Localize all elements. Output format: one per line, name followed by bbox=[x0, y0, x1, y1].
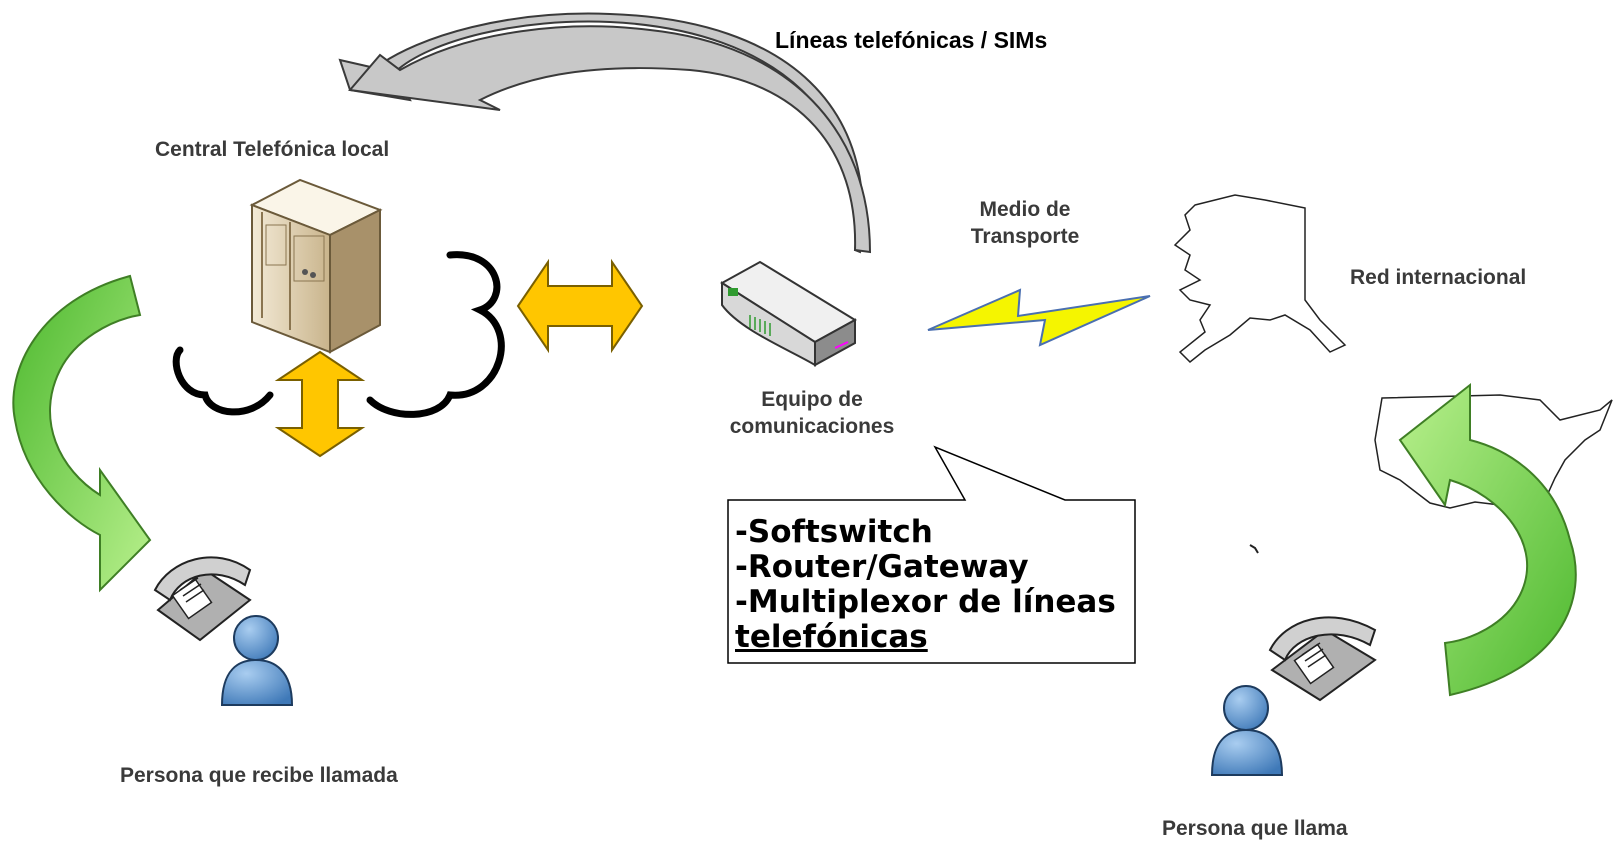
green-curved-arrow-right bbox=[1398, 382, 1577, 697]
router-icon bbox=[720, 260, 857, 367]
grey-curved-arrow bbox=[338, 12, 864, 254]
server-icon bbox=[249, 178, 383, 354]
grey-arrow-body bbox=[348, 25, 872, 254]
label-equipo-line1: Equipo de bbox=[761, 388, 863, 411]
label-equipo-comunicaciones: Equipo de comunicaciones bbox=[722, 386, 902, 441]
telephone-icon bbox=[153, 556, 252, 642]
callout-text: -Softswitch -Router/Gateway -Multiplexor… bbox=[735, 515, 1125, 655]
cloud-icon bbox=[172, 251, 505, 418]
telephone-icon-right bbox=[1268, 616, 1377, 702]
yellow-vertical-arrow bbox=[274, 350, 366, 458]
label-medio-transporte: Medio de Transporte bbox=[960, 196, 1090, 251]
lightning-icon bbox=[927, 288, 1151, 347]
label-medio-line1: Medio de bbox=[979, 198, 1071, 221]
map-icon bbox=[1173, 194, 1347, 364]
map-island bbox=[1249, 544, 1259, 554]
callout-line: -Softswitch bbox=[735, 514, 933, 550]
callout-line: telefónicas bbox=[735, 619, 928, 655]
label-red-internacional: Red internacional bbox=[1350, 266, 1527, 289]
label-medio-line2: Transporte bbox=[970, 225, 1080, 249]
callout-line: -Router/Gateway bbox=[735, 549, 1029, 585]
label-lineas-telefonicas: Líneas telefónicas / SIMs bbox=[775, 27, 1048, 53]
label-persona-recibe: Persona que recibe llamada bbox=[120, 764, 398, 787]
person-icon bbox=[220, 615, 294, 706]
label-persona-llama: Persona que llama bbox=[1162, 817, 1348, 840]
label-central-telefonica: Central Telefónica local bbox=[155, 138, 390, 161]
callout-box bbox=[727, 445, 1136, 664]
green-curved-arrow-left bbox=[12, 274, 152, 593]
yellow-horizontal-arrow bbox=[516, 258, 644, 354]
person-icon-right bbox=[1210, 685, 1284, 776]
label-equipo-line2: comunicaciones bbox=[729, 415, 895, 439]
callout-line: -Multiplexor de líneas bbox=[735, 584, 1116, 620]
